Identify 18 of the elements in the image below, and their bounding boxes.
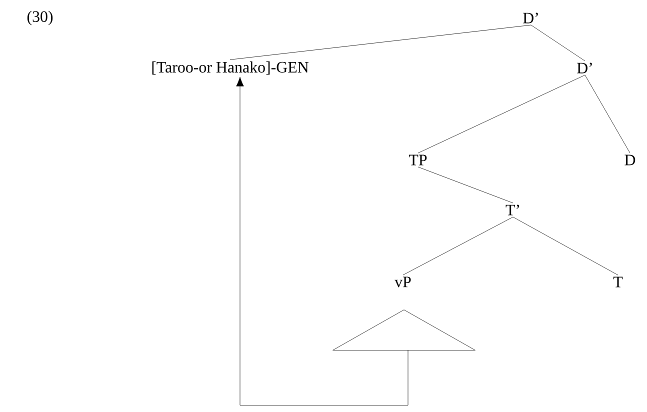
tree-branch <box>402 216 514 276</box>
tree-label: D <box>624 154 636 166</box>
tree-label: T’ <box>506 204 519 216</box>
example-number: (30) <box>27 10 53 26</box>
tree-label: [Taroo-or Hanako]-GEN <box>152 61 309 75</box>
movement-arrow <box>236 76 408 406</box>
tree-branch <box>512 216 618 276</box>
tree-branch <box>584 74 630 154</box>
tree-label: D’ <box>523 12 538 24</box>
tree-label: TP <box>408 154 427 166</box>
tree-label: T <box>613 276 623 288</box>
tree-label: vP <box>394 276 411 288</box>
tree-branch <box>418 166 514 204</box>
tree-branch <box>230 24 532 60</box>
tree-branch <box>418 74 586 154</box>
tree-branch <box>530 24 586 62</box>
tree-label: D’ <box>577 62 592 74</box>
triangle <box>332 310 476 350</box>
